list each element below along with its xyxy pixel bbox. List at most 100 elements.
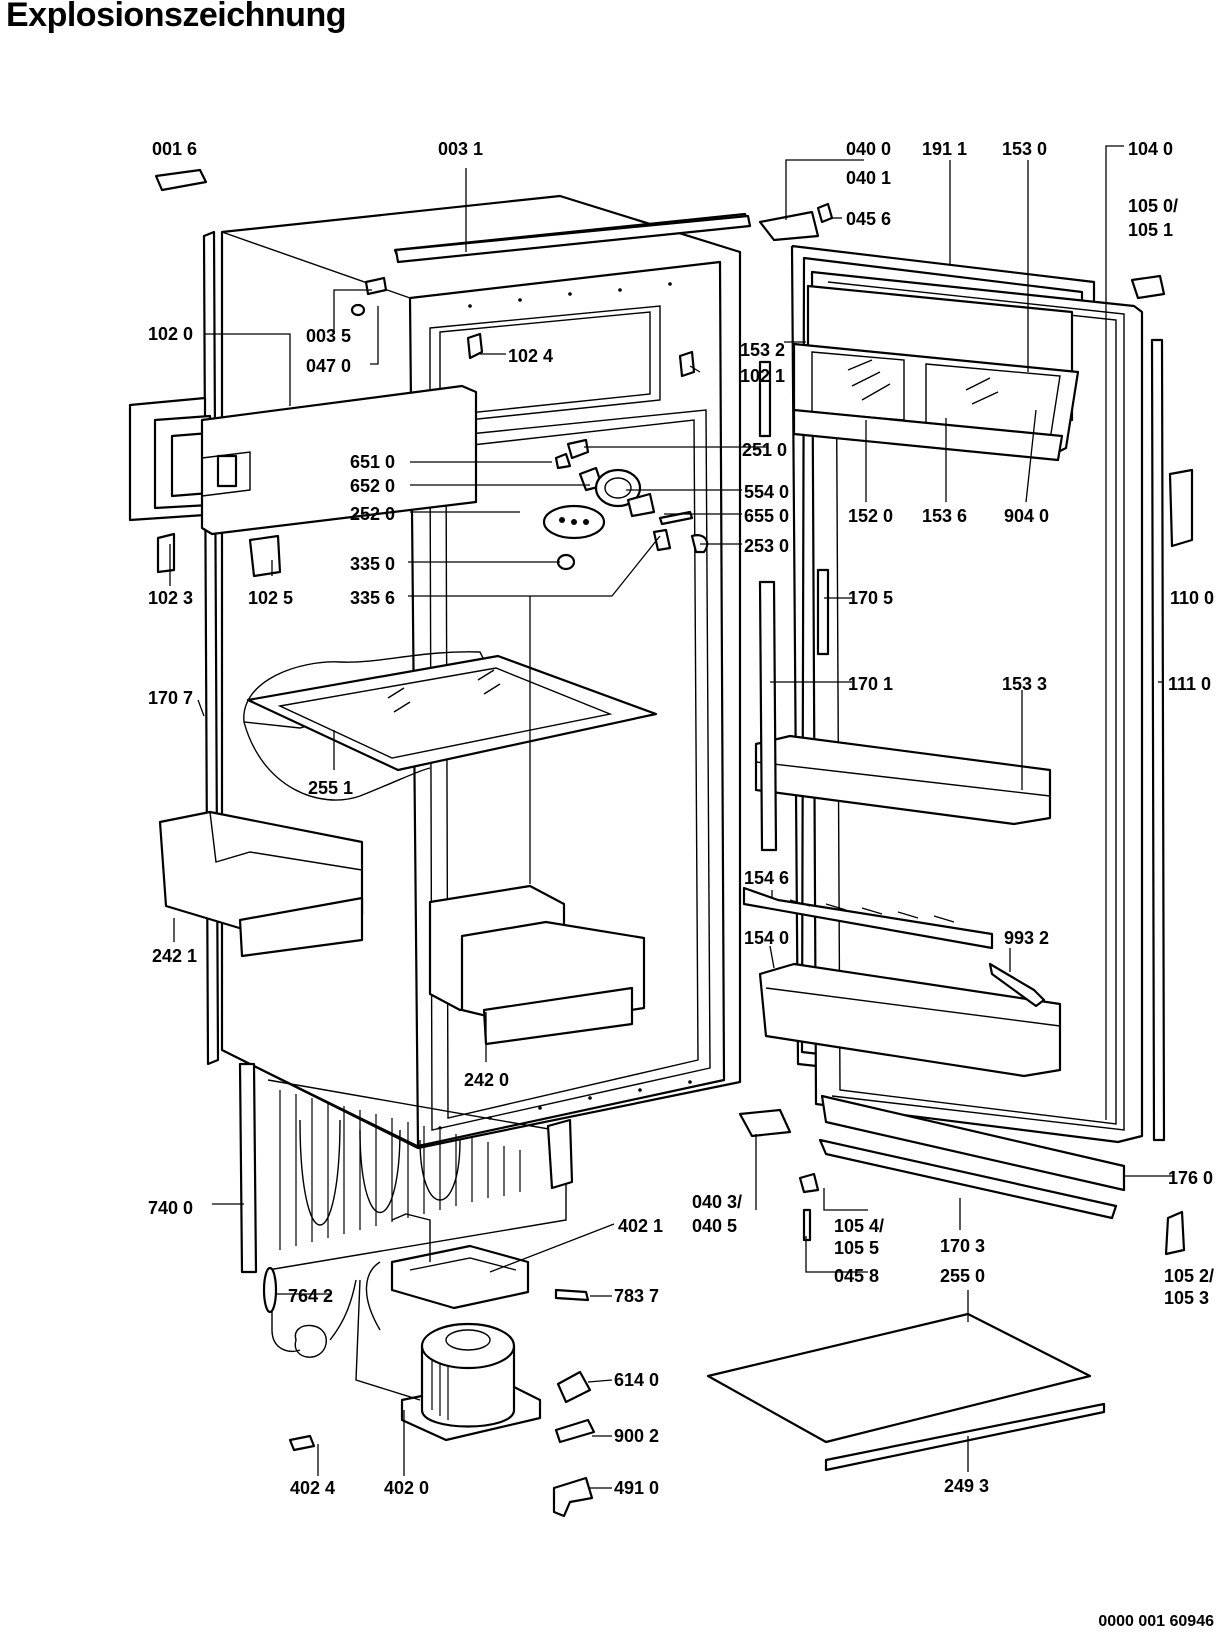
label-170-7: 170 7 (148, 688, 193, 708)
label-242-0: 242 0 (464, 1070, 509, 1090)
part-003-5 (364, 276, 388, 296)
label-335-0: 335 0 (350, 554, 395, 574)
strip-249-3 (824, 1402, 1106, 1472)
strip-170-5 (816, 568, 830, 656)
label-764-2: 764 2 (288, 1286, 333, 1306)
part-105-2 (1164, 1210, 1186, 1256)
label-253-0: 253 0 (744, 536, 789, 556)
part-102-4 (466, 332, 484, 360)
door-shelf-153-3 (754, 734, 1052, 826)
label-105-0: 105 0/ (1128, 196, 1178, 216)
label-252-0: 252 0 (350, 504, 395, 524)
label-047-0: 047 0 (306, 356, 351, 376)
part-047-0 (350, 303, 366, 317)
label-040-3: 040 3/ (692, 1192, 742, 1212)
freezer-door (128, 384, 478, 536)
label-153-2: 153 2 (740, 340, 785, 360)
label-154-0: 154 0 (744, 928, 789, 948)
label-255-0: 255 0 (940, 1266, 985, 1286)
label-154-6: 154 6 (744, 868, 789, 888)
leader-lines (169, 145, 1174, 1489)
label-040-1: 040 1 (846, 168, 891, 188)
part-045-6 (816, 202, 834, 224)
label-105-1: 105 1 (1128, 220, 1173, 240)
label-993-2: 993 2 (1004, 928, 1049, 948)
compressor-402-0 (288, 1213, 596, 1518)
label-003-5: 003 5 (306, 326, 351, 346)
trim-176-0 (820, 1094, 1126, 1192)
part-045-8 (802, 1208, 812, 1242)
crisper-242-1 (158, 810, 364, 958)
label-783-7: 783 7 (614, 1286, 659, 1306)
label-491-0: 491 0 (614, 1478, 659, 1498)
label-153-6: 153 6 (922, 506, 967, 526)
part-105-0 (1130, 274, 1166, 300)
condenser-740-0 (238, 1062, 574, 1274)
page-title: Explosionszeichnung (6, 0, 346, 34)
label-040-0: 040 0 (846, 139, 891, 159)
label-249-3: 249 3 (944, 1476, 989, 1496)
label-040-5: 040 5 (692, 1216, 737, 1236)
label-251-0: 251 0 (742, 440, 787, 460)
label-652-0: 652 0 (350, 476, 395, 496)
strip-170-1 (758, 580, 778, 852)
label-102-3: 102 3 (148, 588, 193, 608)
label-102-1: 102 1 (740, 366, 785, 386)
glass-plate-255-0 (706, 1312, 1092, 1444)
part-993-2 (988, 962, 1046, 1008)
label-045-6: 045 6 (846, 209, 891, 229)
label-105-4: 105 4/ (834, 1216, 884, 1236)
part-040-0 (758, 210, 820, 242)
label-111-0: 111 0 (1168, 674, 1211, 694)
part-labels: 001 6 003 1 040 0 040 1 045 6 191 1 153 … (148, 139, 1214, 1498)
label-105-5: 105 5 (834, 1238, 879, 1258)
label-003-1: 003 1 (438, 139, 483, 159)
label-105-3: 105 3 (1164, 1288, 1209, 1308)
label-170-3: 170 3 (940, 1236, 985, 1256)
part-040-3 (738, 1108, 792, 1138)
label-900-2: 900 2 (614, 1426, 659, 1446)
label-191-1: 191 1 (922, 139, 967, 159)
label-045-8: 045 8 (834, 1266, 879, 1286)
label-651-0: 651 0 (350, 452, 395, 472)
label-242-1: 242 1 (152, 946, 197, 966)
strip-251-0 (758, 360, 772, 438)
crisper-242-0 (428, 884, 646, 1046)
label-335-6: 335 6 (350, 588, 395, 608)
label-402-4: 402 4 (290, 1478, 335, 1498)
label-102-0: 102 0 (148, 324, 193, 344)
part-102-1 (678, 350, 696, 378)
label-614-0: 614 0 (614, 1370, 659, 1390)
label-402-0: 402 0 (384, 1478, 429, 1498)
label-655-0: 655 0 (744, 506, 789, 526)
label-402-1: 402 1 (618, 1216, 663, 1236)
label-110-0: 110 0 (1170, 588, 1214, 608)
label-170-1: 170 1 (848, 674, 893, 694)
door-shelf-154-0 (758, 962, 1062, 1078)
label-105-2: 105 2/ (1164, 1266, 1214, 1286)
label-740-0: 740 0 (148, 1198, 193, 1218)
top-rail (394, 214, 752, 264)
label-904-0: 904 0 (1004, 506, 1049, 526)
trim-strip-170-7 (202, 230, 220, 1066)
part-102-3 (156, 532, 176, 574)
label-255-1: 255 1 (308, 778, 353, 798)
label-102-5: 102 5 (248, 588, 293, 608)
label-153-0: 153 0 (1002, 139, 1047, 159)
strip-111-0 (1150, 338, 1166, 1142)
label-104-0: 104 0 (1128, 139, 1173, 159)
document-code: 0000 001 60946 (1098, 1613, 1214, 1630)
sensor-764-2 (262, 1266, 357, 1358)
label-152-0: 152 0 (848, 506, 893, 526)
label-102-4: 102 4 (508, 346, 553, 366)
trim-170-3 (818, 1138, 1118, 1220)
label-001-6: 001 6 (152, 139, 197, 159)
part-001-6 (154, 168, 208, 192)
part-105-4 (798, 1172, 820, 1194)
glass-shelf (243, 651, 658, 801)
part-102-5 (248, 534, 282, 578)
label-170-5: 170 5 (848, 588, 893, 608)
label-153-3: 153 3 (1002, 674, 1047, 694)
label-554-0: 554 0 (744, 482, 789, 502)
